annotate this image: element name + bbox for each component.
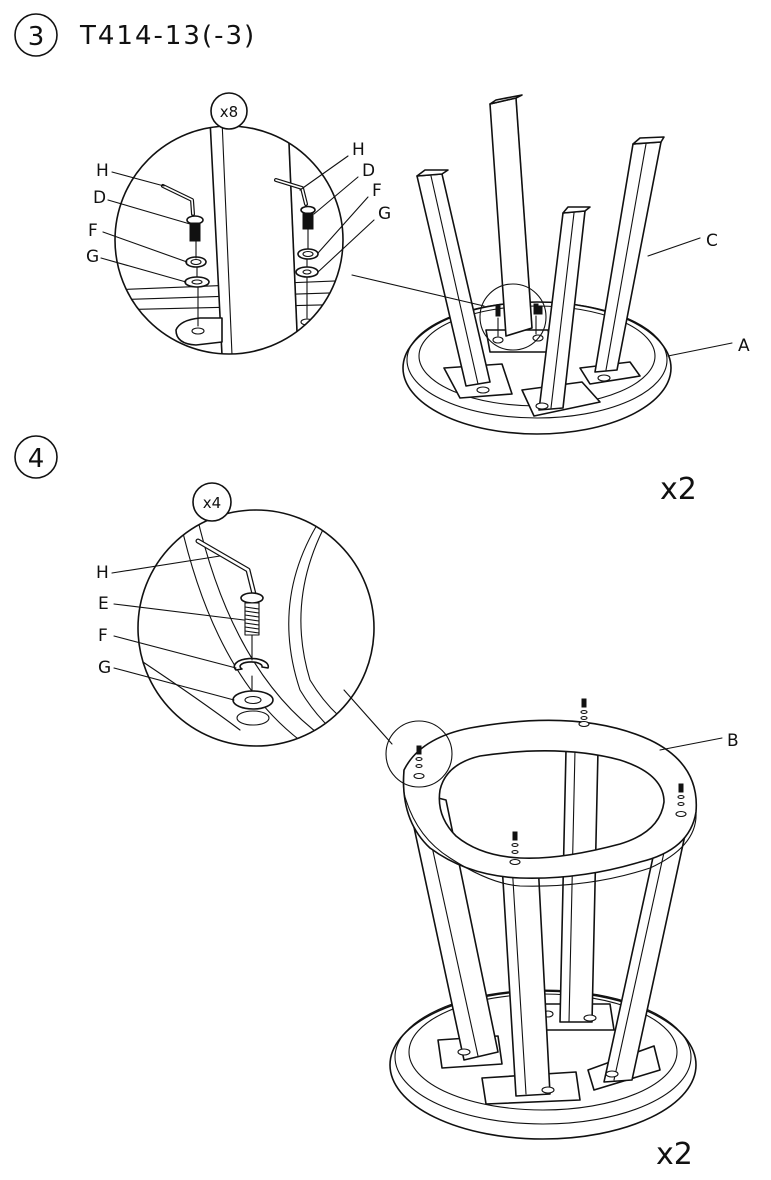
label-f-left: F	[88, 221, 98, 241]
bolt-head-icon	[240, 592, 264, 604]
step-4-number: 4	[28, 444, 45, 474]
leg-left	[416, 169, 513, 399]
step-4-zoom-quantity: x4	[203, 494, 221, 512]
step-3-zoom-leader	[351, 274, 485, 307]
bolt-head-right-icon	[300, 205, 316, 215]
step-4-stool-assembly	[385, 698, 698, 1140]
bolt-thread-right-icon	[302, 212, 314, 230]
label-seat-ring-b: B	[727, 731, 739, 751]
step-4-zoom-view: x4 H E F G	[96, 482, 375, 747]
step-4-zoom-leader	[343, 689, 393, 745]
step-3-base-assembly	[402, 94, 672, 435]
label-g-right: G	[378, 204, 391, 224]
step-3-zoom-quantity: x8	[220, 103, 238, 121]
step-3-set-quantity: x2	[660, 472, 697, 507]
step-4-detail-marker	[385, 720, 453, 788]
label-bolt-e: E	[98, 594, 109, 614]
step-3-zoom-view: x8 H D F G H D F G	[86, 92, 391, 355]
label-d-left: D	[93, 188, 106, 208]
label-d-right: D	[362, 161, 375, 181]
step-3-number: 3	[28, 22, 45, 52]
label-f-right: F	[372, 181, 382, 201]
label-flat-washer-g: G	[98, 658, 111, 678]
step-4-badge	[14, 435, 58, 479]
step-3-detail-marker	[479, 283, 547, 351]
spring-washer-icon	[233, 657, 270, 671]
bolt-thread-icon	[244, 602, 260, 636]
label-base-plate-a: A	[738, 336, 750, 356]
seat-ring-b	[402, 719, 698, 879]
label-g-left: G	[86, 247, 99, 267]
label-spring-washer-f: F	[98, 626, 108, 646]
step-4-set-quantity: x2	[656, 1137, 693, 1172]
step-4-quantity-badge	[192, 482, 232, 522]
ring-bolt-group	[413, 698, 687, 866]
step-4-header: 4	[14, 435, 58, 479]
base-plate-rim	[406, 301, 668, 419]
label-h-left: H	[96, 161, 109, 181]
step-3-badge	[14, 13, 58, 57]
leg-right	[579, 136, 665, 385]
label-h-right: H	[352, 140, 365, 160]
step-3-quantity-badge	[210, 92, 248, 130]
bolt-thread-left-icon	[189, 222, 201, 242]
step-3-header: 3 T414-13(-3)	[14, 13, 256, 57]
leg-front	[521, 206, 601, 417]
model-code: T414-13(-3)	[79, 21, 256, 51]
label-leg-c: C	[706, 231, 718, 251]
label-allen-key-h: H	[96, 563, 109, 583]
